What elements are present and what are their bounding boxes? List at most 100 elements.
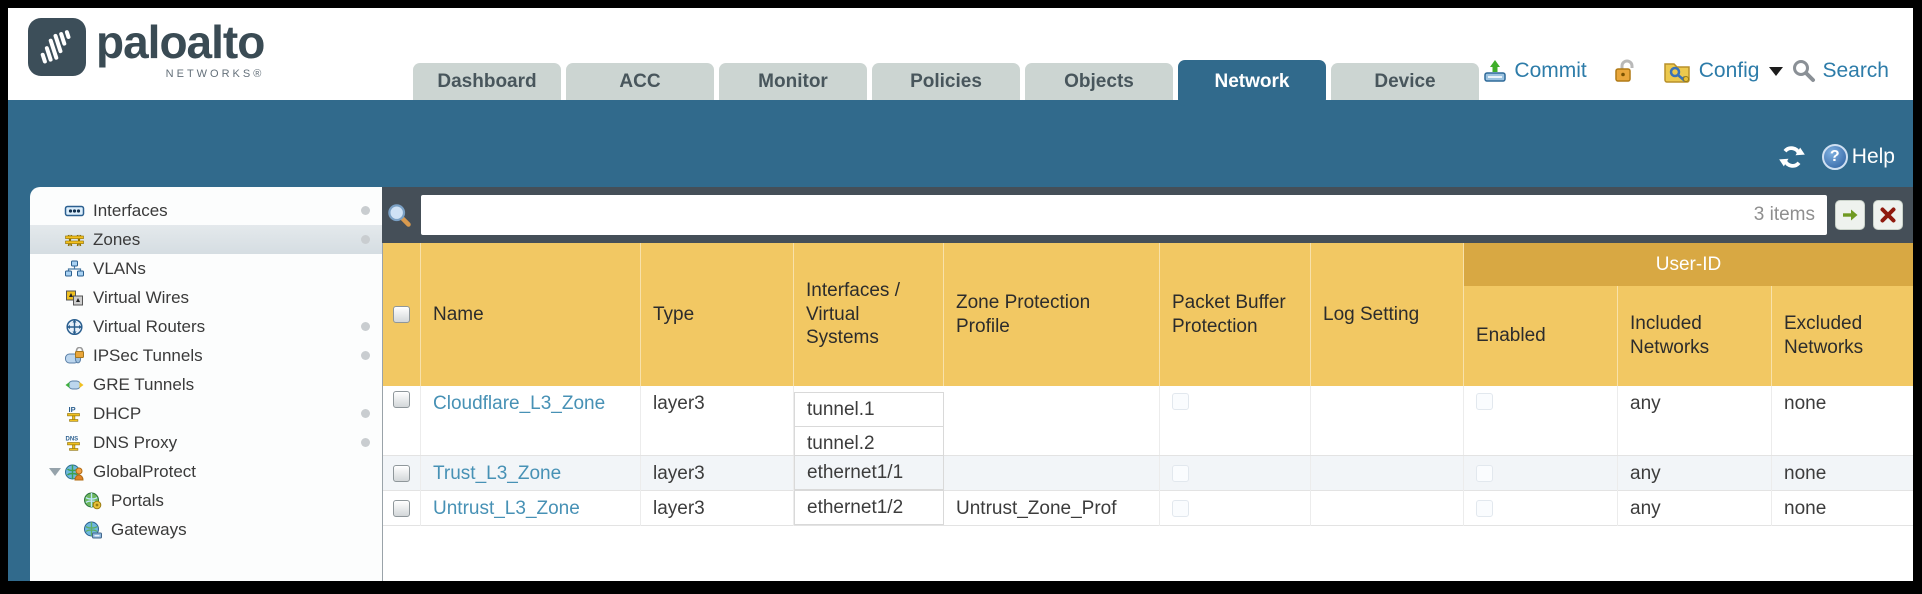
- column-header-interfaces[interactable]: Interfaces / Virtual Systems: [794, 243, 944, 386]
- sidebar-item-virtual-routers[interactable]: Virtual Routers: [30, 312, 382, 341]
- table-empty-space: [383, 526, 1913, 581]
- excluded-networks-cell: none: [1784, 462, 1827, 484]
- zone-name-link[interactable]: Cloudflare_L3_Zone: [433, 393, 606, 414]
- interface-value: tunnel.1: [794, 392, 944, 427]
- interfaces-cell: ethernet1/1: [794, 455, 944, 491]
- sidebar-item-label: VLANs: [93, 258, 146, 278]
- search-icon: [1793, 60, 1816, 82]
- sidebar-item-portals[interactable]: Portals: [30, 486, 382, 515]
- packet-buffer-protection-checkbox[interactable]: [1172, 393, 1189, 410]
- column-header-name[interactable]: Name: [421, 243, 641, 386]
- column-header-log-setting[interactable]: Log Setting: [1311, 243, 1464, 386]
- column-header-enabled[interactable]: Enabled: [1464, 243, 1618, 386]
- column-header-type[interactable]: Type: [641, 243, 794, 386]
- commit-icon: [1484, 60, 1507, 82]
- table-row: Untrust_L3_Zone layer3 ethernet1/2 Untru…: [383, 490, 1913, 526]
- sidebar-item-gateways[interactable]: Gateways: [30, 515, 382, 544]
- ipsec-tunnels-icon: [64, 346, 85, 365]
- interfaces-cell: ethernet1/2: [794, 490, 944, 526]
- tab-device[interactable]: Device: [1331, 63, 1479, 100]
- table-row: Cloudflare_L3_Zone layer3 tunnel.1 tunne…: [383, 386, 1913, 461]
- excluded-networks-cell: none: [1784, 497, 1827, 519]
- sidebar-item-label: DNS Proxy: [93, 432, 178, 452]
- go-arrow-icon: [1843, 209, 1858, 221]
- sidebar-item-label: Virtual Wires: [93, 287, 190, 307]
- config-caret-down-icon: [1769, 66, 1784, 76]
- sidebar-item-vlans[interactable]: VLANs: [30, 254, 382, 283]
- row-checkbox[interactable]: [393, 500, 410, 517]
- log-setting-cell: [1311, 456, 1464, 491]
- sidebar-item-label: Portals: [111, 490, 164, 510]
- config-menu-button[interactable]: Config: [1663, 58, 1784, 84]
- lock-icon[interactable]: [1613, 58, 1637, 84]
- column-header-zone-protection-profile[interactable]: Zone Protection Profile: [944, 243, 1160, 386]
- search-button[interactable]: Search: [1792, 59, 1889, 83]
- status-dot: [361, 351, 370, 360]
- sidebar-item-globalprotect[interactable]: GlobalProtect: [30, 457, 382, 486]
- help-button[interactable]: ? Help: [1821, 144, 1895, 170]
- zone-type-cell: layer3: [641, 491, 794, 526]
- tab-objects[interactable]: Objects: [1025, 63, 1173, 100]
- sub-header-band: ? Help: [8, 100, 1913, 187]
- sidebar-item-gre-tunnels[interactable]: GRE Tunnels: [30, 370, 382, 399]
- sidebar-item-label: Interfaces: [93, 200, 168, 220]
- tab-dashboard[interactable]: Dashboard: [413, 63, 561, 100]
- tab-acc[interactable]: ACC: [566, 63, 714, 100]
- item-count: 3 items: [1753, 204, 1815, 225]
- user-id-enabled-checkbox[interactable]: [1476, 500, 1493, 517]
- svg-text:DNS: DNS: [66, 436, 79, 442]
- zone-name-link[interactable]: Untrust_L3_Zone: [433, 497, 580, 519]
- clear-filter-button[interactable]: [1873, 200, 1903, 230]
- logo-sub-text: NETWORKS®: [165, 68, 265, 80]
- sidebar-item-label: DHCP: [93, 403, 142, 423]
- included-networks-cell: any: [1618, 386, 1772, 455]
- sidebar-item-ipsec-tunnels[interactable]: IPSec Tunnels: [30, 341, 382, 370]
- filter-input[interactable]: 3 items: [421, 195, 1827, 235]
- help-label: Help: [1851, 145, 1895, 168]
- packet-buffer-protection-checkbox[interactable]: [1172, 500, 1189, 517]
- table-header: Name Type Interfaces / Virtual Systems Z…: [383, 243, 1913, 386]
- interfaces-cell: tunnel.1 tunnel.2: [794, 386, 944, 461]
- packet-buffer-protection-checkbox[interactable]: [1172, 465, 1189, 482]
- apply-filter-button[interactable]: [1835, 200, 1865, 230]
- interface-value: ethernet1/2: [794, 490, 944, 525]
- sidebar-item-dns-proxy[interactable]: DNS DNS Proxy: [30, 428, 382, 457]
- user-id-enabled-checkbox[interactable]: [1476, 465, 1493, 482]
- status-dot: [361, 438, 370, 447]
- column-header-excluded-networks[interactable]: Excluded Networks: [1784, 313, 1864, 358]
- vlans-icon: [64, 260, 85, 278]
- globalprotect-icon: [64, 463, 85, 481]
- virtual-routers-icon: [64, 318, 85, 336]
- tab-monitor[interactable]: Monitor: [719, 63, 867, 100]
- help-icon: ?: [1821, 144, 1848, 170]
- gateways-icon: [82, 521, 103, 539]
- paloalto-logo-icon: [28, 18, 86, 76]
- paloalto-logo: paloalto NETWORKS®: [28, 16, 265, 80]
- main-panel: 3 items Name: [382, 187, 1913, 581]
- status-dot: [361, 206, 370, 215]
- sidebar-item-dhcp[interactable]: IP DHCP: [30, 399, 382, 428]
- sidebar-item-zones[interactable]: Zones: [30, 225, 382, 254]
- sidebar-item-label: Zones: [93, 229, 141, 249]
- sidebar-item-interfaces[interactable]: Interfaces: [30, 196, 382, 225]
- row-checkbox[interactable]: [393, 391, 410, 408]
- clear-x-icon: [1880, 207, 1896, 223]
- tab-policies[interactable]: Policies: [872, 63, 1020, 100]
- refresh-icon[interactable]: [1778, 143, 1806, 171]
- tab-network[interactable]: Network: [1178, 60, 1326, 106]
- logo-wordmark: paloalto: [96, 16, 265, 68]
- zone-type-cell: layer3: [641, 386, 794, 455]
- commit-label: Commit: [1514, 59, 1587, 82]
- zone-name-link[interactable]: Trust_L3_Zone: [433, 462, 562, 484]
- commit-button[interactable]: Commit: [1482, 58, 1587, 84]
- user-id-enabled-checkbox[interactable]: [1476, 393, 1493, 410]
- row-checkbox[interactable]: [393, 465, 410, 482]
- sidebar-item-virtual-wires[interactable]: Virtual Wires: [30, 283, 382, 312]
- column-header-packet-buffer-protection[interactable]: Packet Buffer Protection: [1160, 243, 1311, 386]
- expand-caret-icon[interactable]: [49, 467, 61, 476]
- status-dot: [361, 235, 370, 244]
- column-header-included-networks[interactable]: Included Networks: [1618, 243, 1772, 386]
- select-all-checkbox[interactable]: [393, 306, 410, 323]
- status-dot: [361, 322, 370, 331]
